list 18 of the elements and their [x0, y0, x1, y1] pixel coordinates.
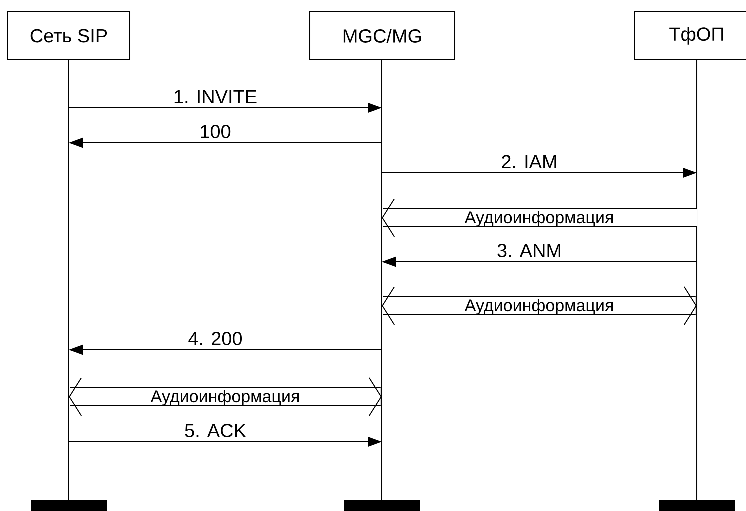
edge-label: 5. ACK: [185, 424, 246, 438]
edge-label: 1. INVITE: [174, 90, 257, 104]
edge-label: 2. IAM: [502, 155, 556, 168]
edge-label: Аудиоинформация: [150, 390, 299, 406]
participant-box: MGC/MG: [310, 12, 456, 60]
edge-label: 3. ANM: [498, 244, 560, 258]
edge-label: Аудиоинформация: [464, 299, 613, 315]
wide-arrow: [69, 378, 382, 416]
lifeline: [31, 60, 107, 511]
edge-label: Аудиоинформация: [464, 211, 613, 227]
lifeline: [659, 60, 735, 511]
participant-box: Сеть SIP: [8, 12, 130, 60]
wide-arrow: [382, 198, 697, 238]
edge-label: 100: [201, 125, 231, 138]
wide-arrow: [382, 286, 698, 326]
edge-label: 4. 200: [188, 332, 242, 346]
lifeline: [344, 60, 420, 511]
participant-box: ТфОП: [634, 12, 746, 60]
